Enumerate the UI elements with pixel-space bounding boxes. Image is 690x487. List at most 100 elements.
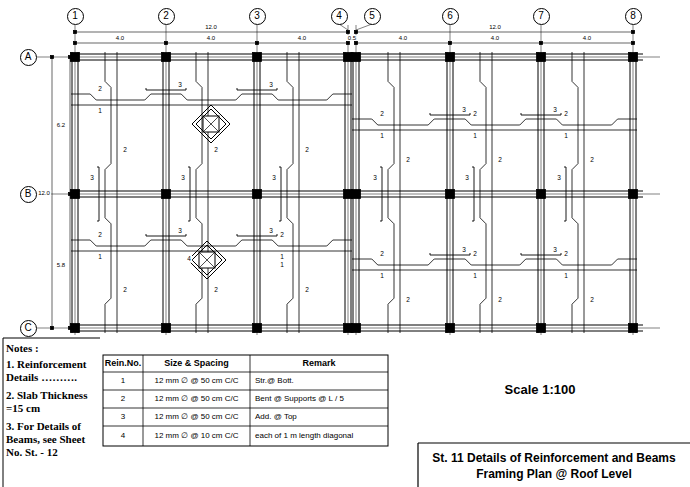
table-frame <box>103 355 388 446</box>
grid-bubble: 8 <box>625 8 642 25</box>
grid-label: 6 <box>447 11 453 21</box>
bent-bar <box>71 94 352 100</box>
bar-mark: 4 <box>186 256 192 263</box>
dimension-tick <box>51 327 54 330</box>
bar-mark: 1 <box>563 273 569 280</box>
grid-bubble: 6 <box>442 8 459 25</box>
bar-mark: 2 <box>589 157 595 164</box>
bar-mark: 1 <box>279 254 285 261</box>
table-cell: Str.@ Bott. <box>251 373 387 389</box>
opening-cross <box>199 252 215 268</box>
bar-mark: 1 <box>379 133 385 140</box>
grid-label: 3 <box>254 11 260 21</box>
bar-mark: 3 <box>268 82 274 89</box>
diagonal-bar <box>188 241 226 279</box>
sheet-title: St. 11 Details of Reinforcement and Beam… <box>420 445 688 486</box>
dimension-tick <box>69 56 72 59</box>
bar-mark: 2 <box>304 147 310 154</box>
bar-mark: 3 <box>89 175 95 182</box>
bar-mark: 3 <box>552 107 558 114</box>
top-bar <box>97 167 99 221</box>
dimension-text: 12.0 <box>488 24 502 30</box>
slab-opening <box>199 252 215 268</box>
dimension-tick <box>347 42 350 45</box>
bar-mark: 3 <box>372 175 378 182</box>
dimension-line <box>70 57 71 328</box>
bar-mark: 2 <box>563 111 569 118</box>
dimension-text: 4.0 <box>398 35 408 41</box>
dimension-line <box>356 32 633 33</box>
grid-bubble: B <box>20 186 37 203</box>
bar-mark: 2 <box>379 111 385 118</box>
bar-mark: 3 <box>180 175 186 182</box>
bar-mark: 3 <box>461 107 467 114</box>
bar-mark: 2 <box>472 111 478 118</box>
dimension-text: 4.0 <box>297 35 307 41</box>
dimension-text: 12.0 <box>37 190 51 196</box>
top-bar <box>237 88 277 90</box>
grid-label: 7 <box>538 11 544 21</box>
bar-mark: 3 <box>556 175 562 182</box>
bar-mark: 2 <box>97 86 103 93</box>
dimension-text: 4.0 <box>115 35 125 41</box>
opening-cross <box>203 116 219 132</box>
grid-bubble: 4 <box>331 8 348 25</box>
sheet-border <box>3 338 100 339</box>
table-rule <box>103 426 388 427</box>
table-rule <box>103 372 388 373</box>
column <box>629 190 638 199</box>
dimension-tick <box>51 56 54 59</box>
table-cell: 3 <box>104 409 142 425</box>
straight-bar <box>352 270 637 271</box>
top-bar <box>279 167 281 221</box>
grid-bubble: 1 <box>67 8 84 25</box>
top-bar <box>146 234 186 236</box>
dimension-tick <box>74 31 77 34</box>
table-header: Size & Spacing <box>144 356 249 371</box>
grid-label: 2 <box>163 11 169 21</box>
column <box>446 324 455 333</box>
top-bar <box>380 167 382 221</box>
dimension-tick <box>69 193 72 196</box>
grid-label: A <box>25 52 32 62</box>
straight-bar <box>400 52 401 333</box>
column <box>162 324 171 333</box>
bar-mark: 2 <box>472 251 478 258</box>
grid-bubble: 2 <box>158 8 175 25</box>
title-block-border <box>417 443 418 487</box>
table-cell: Bent @ Supports @ L / 5 <box>251 391 387 407</box>
table-cell: 12 mm ∅ @ 50 cm C/C <box>144 373 249 389</box>
slab-opening <box>203 116 219 132</box>
table-header: Rein.No. <box>104 356 142 371</box>
table-cell: 12 mm ∅ @ 50 cm C/C <box>144 391 249 407</box>
opening-cross <box>203 116 219 132</box>
column <box>629 324 638 333</box>
dimension-tick <box>540 42 543 45</box>
dimension-tick <box>355 31 358 34</box>
column <box>352 190 361 199</box>
diagonal-bar <box>196 109 226 139</box>
dimension-text: 6.2 <box>56 122 66 128</box>
table-rule <box>250 355 251 446</box>
bar-mark: 2 <box>122 287 128 294</box>
table-cell: each of 1 m length diagonal <box>251 427 387 445</box>
dimension-line <box>75 32 348 33</box>
dimension-line <box>356 43 633 44</box>
column <box>253 190 262 199</box>
bar-mark: 1 <box>472 273 478 280</box>
column <box>162 53 171 62</box>
column <box>629 53 638 62</box>
bar-mark: 3 <box>271 175 277 182</box>
grid-label: B <box>25 189 32 199</box>
dimension-tick <box>347 31 350 34</box>
bent-bar <box>105 52 111 333</box>
title-block-border <box>418 442 690 443</box>
top-bar <box>146 88 186 90</box>
grid-label: C <box>24 323 31 333</box>
table-cell: Add. @ Top <box>251 409 387 425</box>
note-text: 1. Reinforcement Details ………. <box>6 358 100 384</box>
grid-bubble: C <box>20 320 37 337</box>
bar-mark: 1 <box>279 262 285 269</box>
bar-mark: 3 <box>461 247 467 254</box>
scale-text: Scale 1:100 <box>505 383 576 396</box>
